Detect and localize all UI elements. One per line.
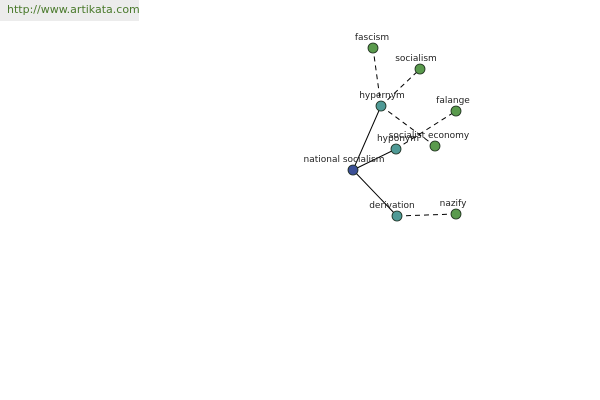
edge-root-derivation (352, 169, 398, 217)
node-derivation[interactable] (391, 210, 403, 222)
node-nazify[interactable] (450, 208, 462, 220)
node-hyponym[interactable] (390, 143, 402, 155)
node-label-hypernym: hypernym (359, 91, 405, 101)
node-label-derivation: derivation (369, 201, 415, 211)
node-falange[interactable] (450, 105, 462, 117)
node-label-root: national socialism (304, 155, 385, 165)
labels-layer: national socialism hypernym hyponym derivat… (304, 33, 471, 211)
node-label-nazify: nazify (440, 199, 467, 209)
node-label-hyponym: hyponym (377, 134, 419, 144)
edge-root-hypernym (352, 105, 382, 171)
node-hypernym[interactable] (375, 100, 387, 112)
node-label-socialism: socialism (395, 54, 437, 64)
watermark-banner: http://www.artikata.com (0, 0, 140, 21)
edge-derivation-nazify (396, 213, 457, 217)
watermark-link[interactable]: http://www.artikata.com (7, 3, 140, 16)
nodes-layer (347, 42, 462, 222)
node-label-socialist-economy: socialist economy (389, 131, 470, 141)
node-socialist-economy[interactable] (429, 140, 441, 152)
node-socialism[interactable] (414, 63, 426, 75)
node-fascism[interactable] (367, 42, 379, 54)
edges-layer (352, 47, 457, 217)
node-root[interactable] (347, 164, 359, 176)
edge-hypernym-socialist-economy (380, 105, 436, 147)
edge-hypernym-fascism (372, 47, 382, 107)
edge-hyponym-falange (395, 110, 457, 150)
edge-root-hyponym (352, 148, 397, 171)
node-label-falange: falange (436, 96, 470, 106)
node-label-fascism: fascism (355, 33, 389, 43)
